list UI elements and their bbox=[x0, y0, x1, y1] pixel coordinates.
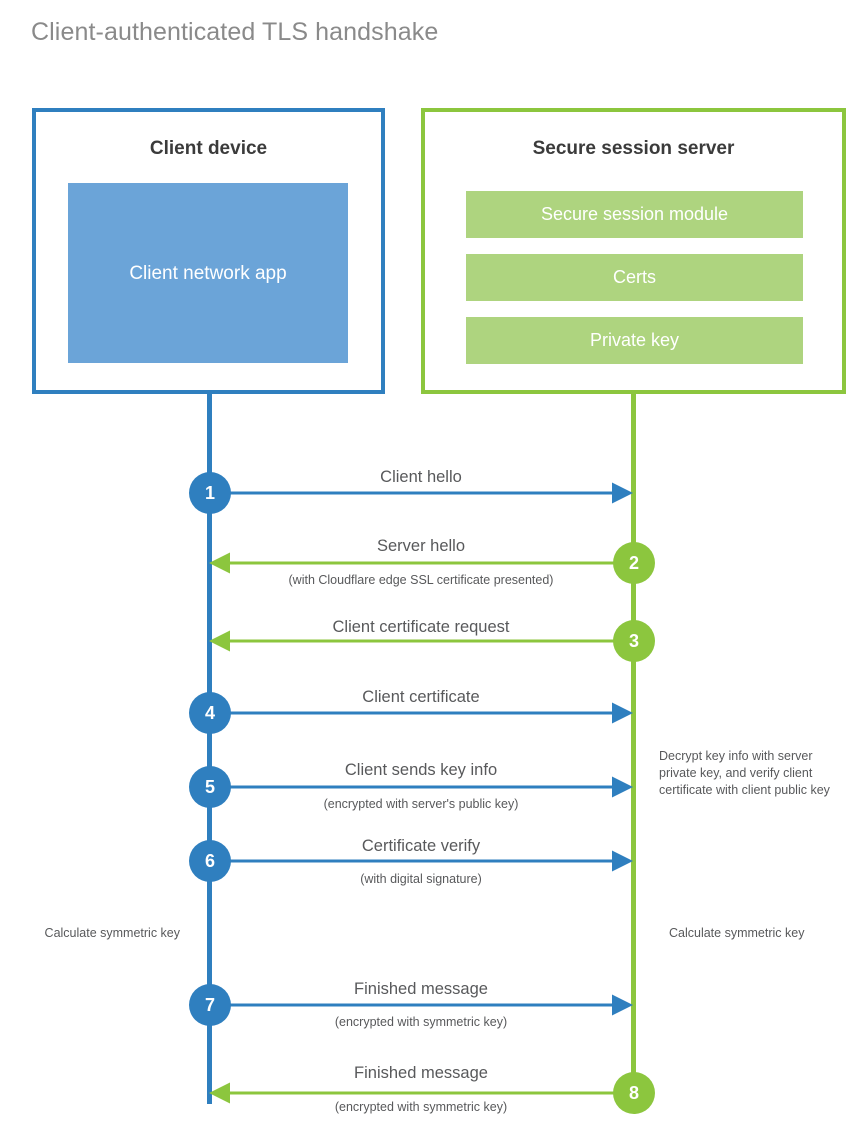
step-circle-4[interactable]: 4 bbox=[189, 692, 231, 734]
step-circle-5[interactable]: 5 bbox=[189, 766, 231, 808]
message-label-2: Server hello bbox=[376, 537, 466, 555]
message-label-7: Finished message bbox=[354, 980, 488, 998]
message-label-4: Client certificate bbox=[362, 688, 480, 706]
message-sublabel-8: (encrypted with symmetric key) bbox=[334, 1100, 508, 1114]
server-lifeline bbox=[631, 394, 636, 1093]
annotation-server-calculate-symmetric-key: Calculate symmetric key bbox=[669, 926, 805, 940]
annotation-server-decrypt: Decrypt key info with server private key… bbox=[659, 749, 830, 797]
step-circle-1[interactable]: 1 bbox=[189, 472, 231, 514]
message-label-8: Finished message bbox=[354, 1064, 488, 1082]
secure-session-server-box: Secure session server Secure session mod… bbox=[421, 108, 846, 394]
message-label-1: Client hello bbox=[380, 468, 462, 486]
message-sublabel-7: (encrypted with symmetric key) bbox=[334, 1015, 508, 1029]
server-component-private-key: Private key bbox=[466, 317, 803, 364]
server-component-certs: Certs bbox=[466, 254, 803, 301]
page-title: Client-authenticated TLS handshake bbox=[31, 18, 439, 46]
message-label-6: Certificate verify bbox=[361, 837, 481, 855]
message-sublabel-5: (encrypted with server's public key) bbox=[323, 797, 519, 811]
message-sublabel-2: (with Cloudflare edge SSL certificate pr… bbox=[288, 573, 554, 587]
step-circle-7[interactable]: 7 bbox=[189, 984, 231, 1026]
server-component-secure-session-module: Secure session module bbox=[466, 191, 803, 238]
message-label-5: Client sends key info bbox=[344, 761, 498, 779]
step-circle-6[interactable]: 6 bbox=[189, 840, 231, 882]
client-device-title: Client device bbox=[149, 138, 268, 159]
secure-session-server-title: Secure session server bbox=[532, 138, 735, 159]
annotation-client-calculate-symmetric-key: Calculate symmetric key bbox=[44, 926, 180, 940]
step-circle-8[interactable]: 8 bbox=[613, 1072, 655, 1114]
step-circle-2[interactable]: 2 bbox=[613, 542, 655, 584]
client-device-box: Client device Client network app bbox=[32, 108, 385, 394]
client-network-app-box: Client network app bbox=[68, 183, 348, 363]
client-lifeline bbox=[207, 394, 212, 1104]
step-circle-3[interactable]: 3 bbox=[613, 620, 655, 662]
message-label-3: Client certificate request bbox=[332, 618, 510, 636]
message-sublabel-6: (with digital signature) bbox=[360, 872, 482, 886]
